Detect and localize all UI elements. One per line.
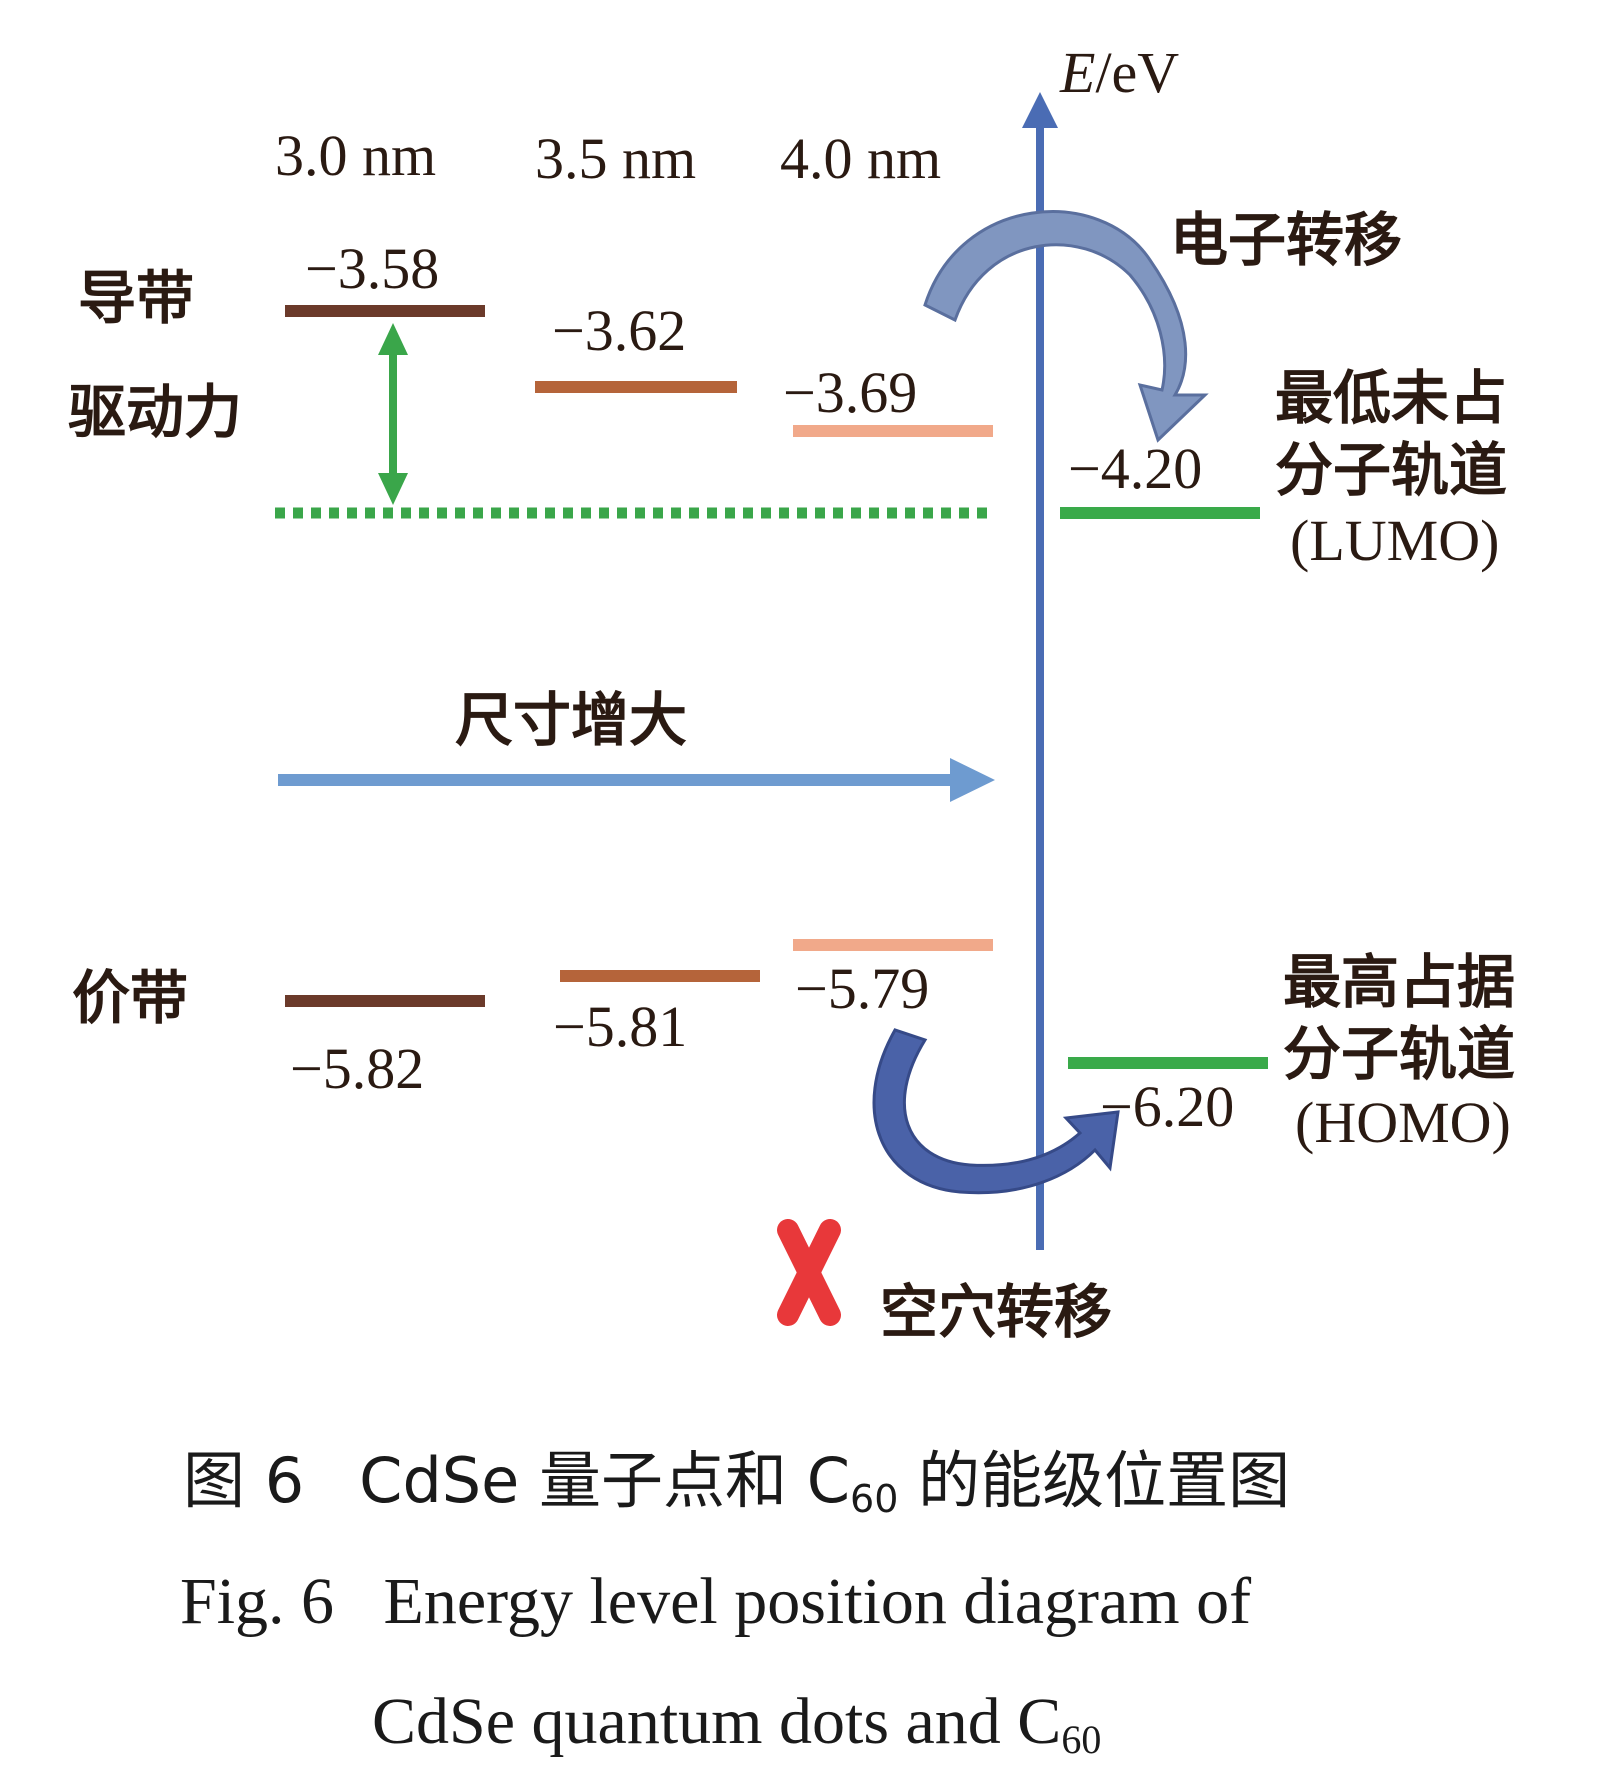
axis-label: E/eV [1059,40,1179,105]
caption-en-line1: Fig. 6 Energy level position diagram of [180,1565,1251,1638]
homo-label-line3: (HOMO) [1295,1090,1511,1155]
cb-value-3-5: −3.62 [552,298,686,363]
vb-value-4-0: −5.79 [795,956,929,1021]
homo-label-line1: 最高占据 [1283,948,1515,1016]
size-header-3-5: 3.5 nm [535,126,696,191]
cb-value-4-0: −3.69 [783,360,917,425]
lumo-label-line2: 分子轨道 [1275,436,1507,504]
vb-value-3-5: −5.81 [553,994,687,1059]
lumo-value: −4.20 [1068,436,1202,501]
size-increase-label: 尺寸增大 [455,686,687,754]
hole-transfer-label: 空穴转移 [880,1278,1112,1346]
driving-force-arrow-top [378,323,408,355]
homo-label-line2: 分子轨道 [1283,1020,1515,1088]
electron-transfer-label: 电子转移 [1170,206,1402,274]
hole-transfer-arrow [872,1028,1120,1195]
caption-en-line2: CdSe quantum dots and C60 [372,1685,1101,1762]
homo-value: −6.20 [1100,1074,1234,1139]
energy-axis-arrowhead [1022,92,1058,128]
cross-icon [777,1219,841,1326]
valence-band-label: 价带 [72,964,188,1032]
cb-value-3-0: −3.58 [305,236,439,301]
lumo-label-line1: 最低未占 [1275,364,1507,432]
electron-transfer-arrow [923,210,1209,443]
conduction-band-label: 导带 [78,264,194,332]
lumo-label-line3: (LUMO) [1290,508,1499,573]
size-increase-arrowhead [950,758,995,802]
size-header-3-0: 3.0 nm [275,123,436,188]
size-header-4-0: 4.0 nm [780,126,941,191]
vb-value-3-0: −5.82 [290,1036,424,1101]
driving-force-label: 驱动力 [68,378,242,446]
driving-force-arrow-bottom [378,473,408,505]
